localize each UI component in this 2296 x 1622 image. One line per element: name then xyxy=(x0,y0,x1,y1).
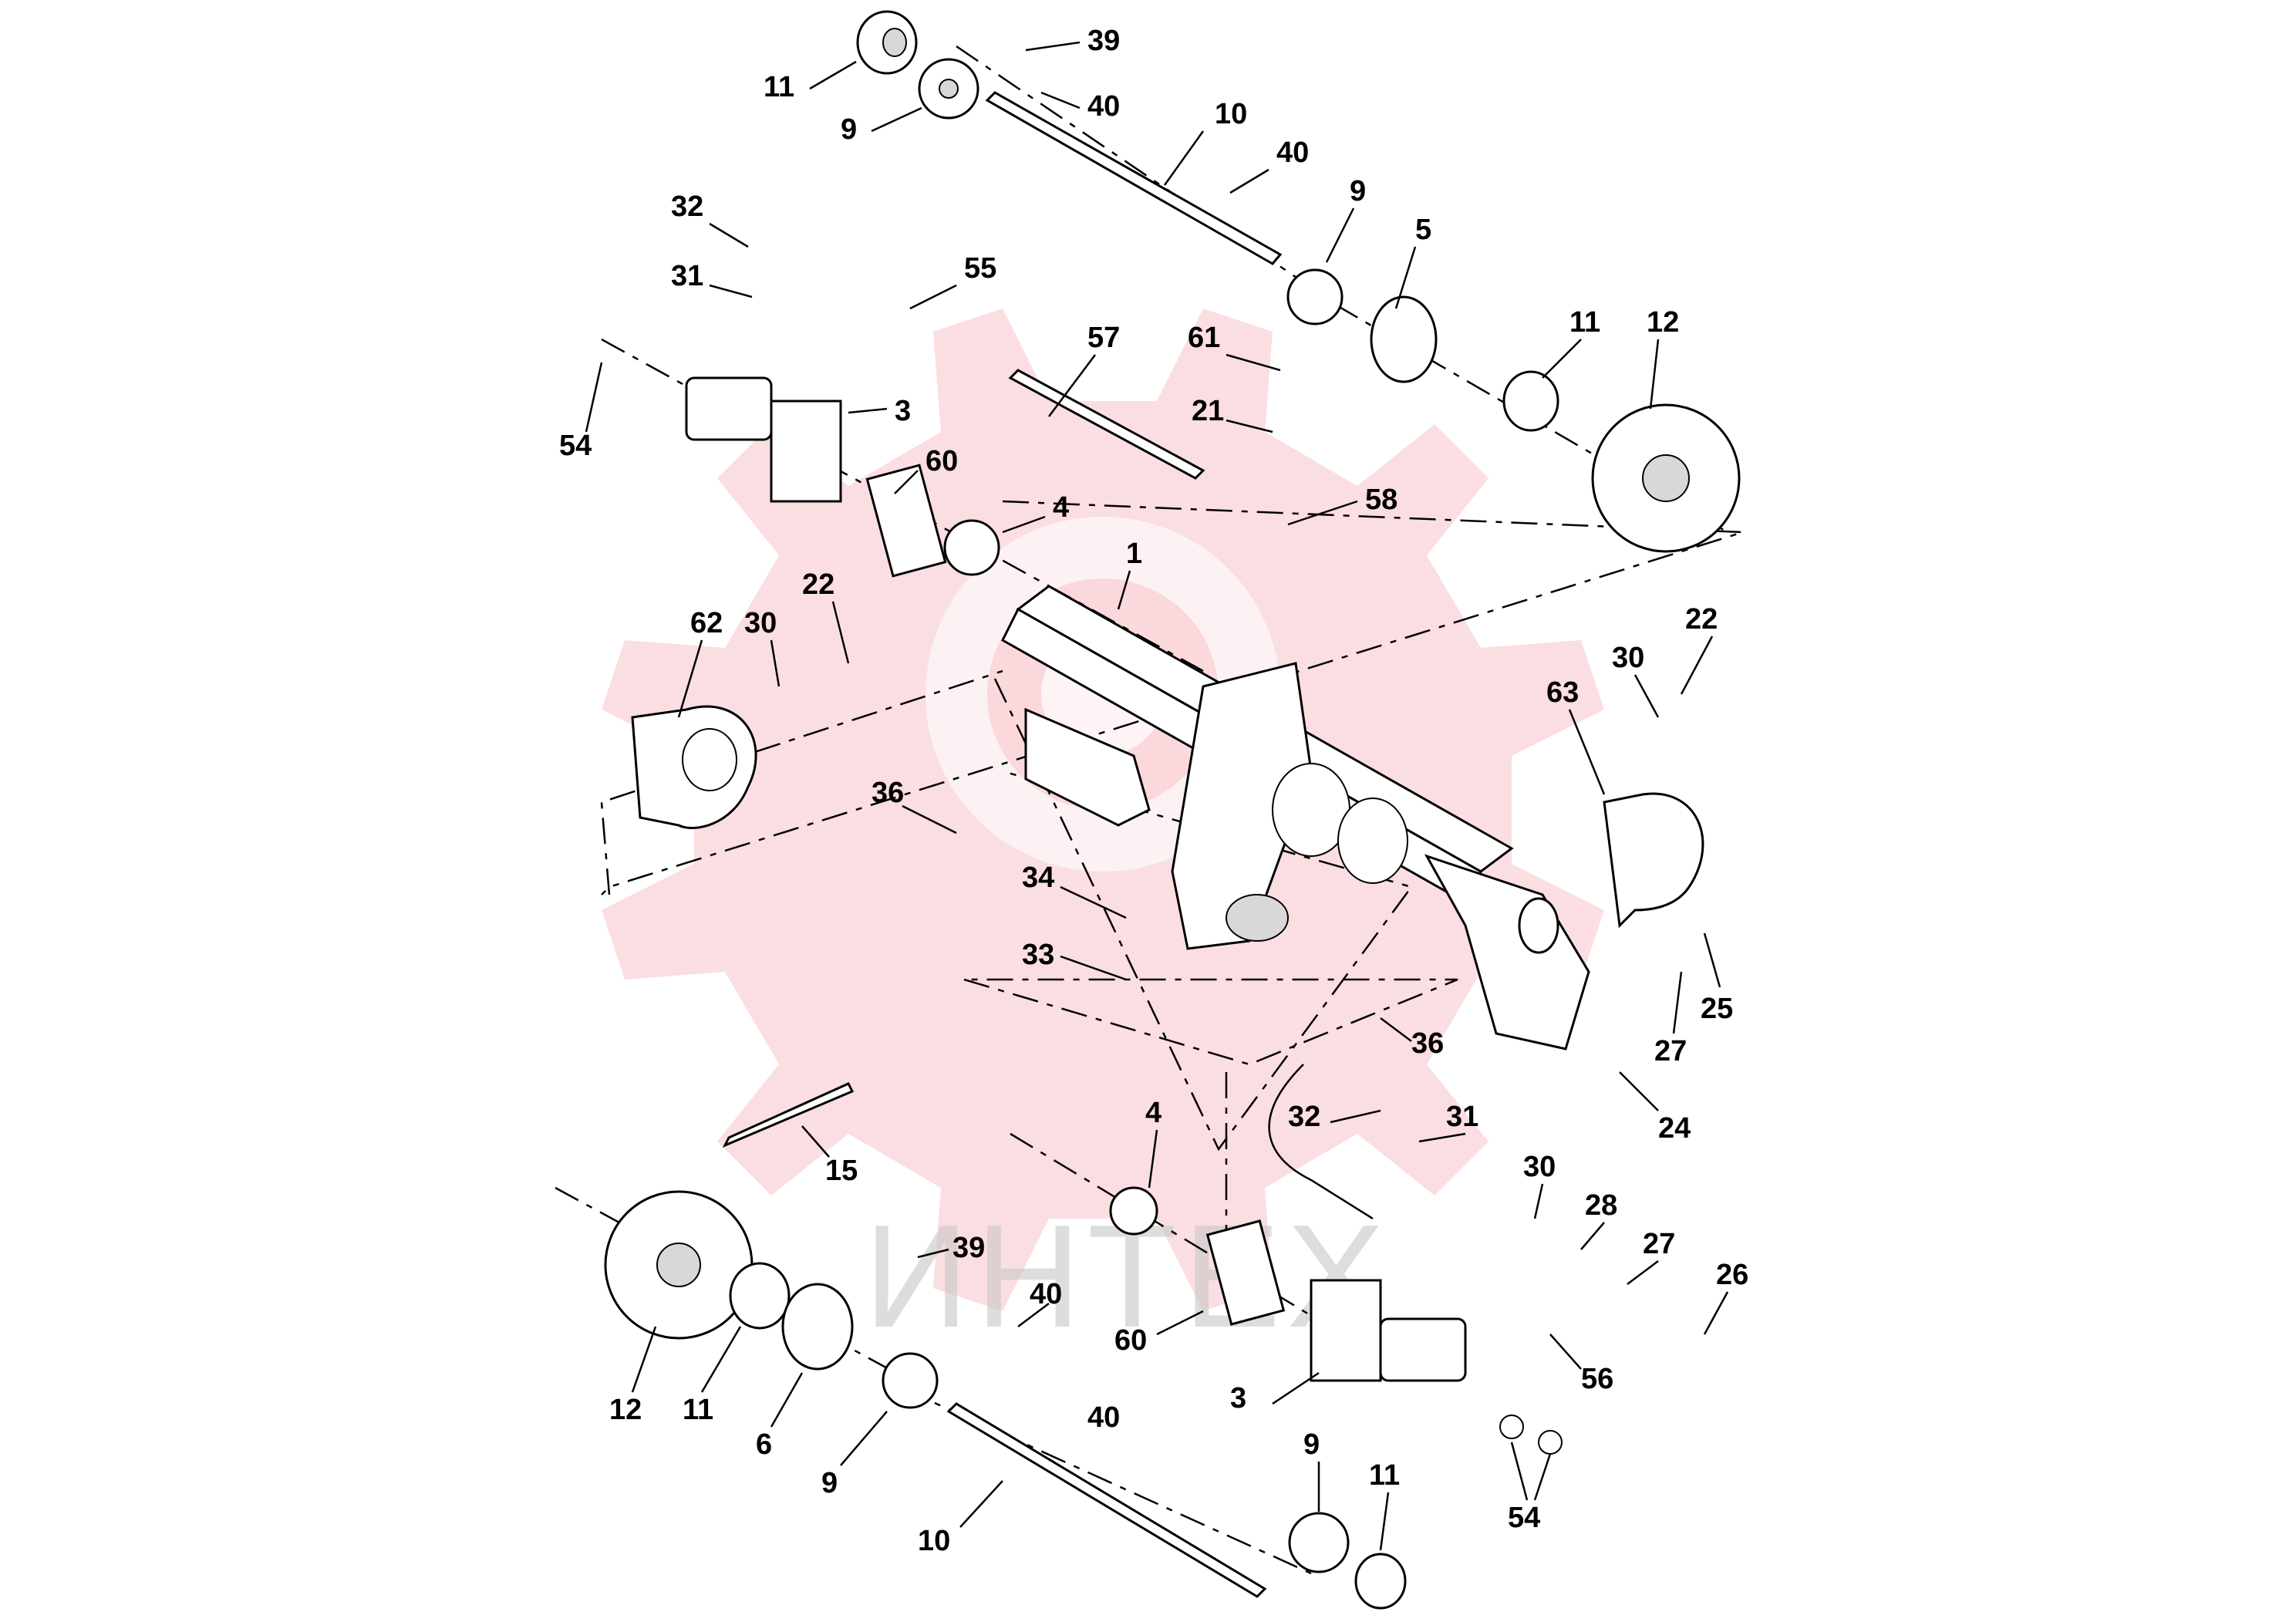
callout-22: 22 xyxy=(1685,603,1718,636)
callout-5: 5 xyxy=(1415,214,1431,246)
sprocket-9-bottom-right xyxy=(1288,1512,1350,1573)
callouts: 39 11 40 9 10 40 9 32 5 31 55 11 12 57 6… xyxy=(559,25,1748,1557)
motor-3-bottom xyxy=(1379,1317,1467,1382)
chain-15 xyxy=(722,1082,855,1148)
callout-9: 9 xyxy=(821,1467,838,1499)
main-frame-1 xyxy=(1001,585,1590,1050)
callout-12: 12 xyxy=(1647,306,1679,339)
side-plates xyxy=(631,705,1704,929)
callout-36: 36 xyxy=(872,777,904,809)
leader-lines xyxy=(585,41,1729,1551)
callout-1: 1 xyxy=(1126,538,1142,570)
sprocket-4-left xyxy=(943,519,1000,576)
plate-5 xyxy=(1370,295,1438,383)
callout-9: 9 xyxy=(841,113,857,146)
bearing-flange-11-bottom-right xyxy=(1354,1553,1407,1610)
callout-40: 40 xyxy=(1276,137,1309,169)
callout-27: 27 xyxy=(1643,1228,1675,1260)
bottom-left-assembly xyxy=(604,1082,1407,1610)
callout-36: 36 xyxy=(1411,1027,1444,1060)
gasket-60-bottom xyxy=(1205,1219,1286,1326)
callout-4: 4 xyxy=(1053,491,1069,524)
callout-6: 6 xyxy=(756,1428,772,1461)
callout-11: 11 xyxy=(683,1394,713,1426)
shaft-10-bottom xyxy=(946,1402,1267,1598)
callout-61: 61 xyxy=(1188,322,1220,354)
callout-32: 32 xyxy=(1288,1101,1320,1133)
callout-60: 60 xyxy=(925,445,958,477)
sprocket-9-top-right xyxy=(1286,268,1344,325)
callout-24: 24 xyxy=(1658,1112,1691,1145)
callout-27: 27 xyxy=(1654,1035,1687,1067)
callout-3: 3 xyxy=(895,395,911,427)
callout-39: 39 xyxy=(1087,25,1120,57)
callout-15: 15 xyxy=(825,1155,858,1187)
callout-40: 40 xyxy=(1087,1401,1120,1434)
left-motor-assembly xyxy=(685,369,1205,578)
bearing-flange-11-bottom xyxy=(729,1262,791,1330)
callout-12: 12 xyxy=(609,1394,642,1426)
callout-30: 30 xyxy=(744,607,777,639)
bearing-flange-11 xyxy=(1502,370,1559,432)
callout-60: 60 xyxy=(1114,1324,1147,1357)
callout-26: 26 xyxy=(1716,1259,1748,1291)
motor-3-left xyxy=(685,376,773,441)
rod-57 xyxy=(1008,369,1205,480)
gasket-60-left xyxy=(865,464,947,578)
callout-31: 31 xyxy=(1446,1101,1478,1133)
callout-33: 33 xyxy=(1022,939,1054,971)
callout-40: 40 xyxy=(1087,90,1120,123)
callout-34: 34 xyxy=(1022,862,1054,894)
callout-55: 55 xyxy=(964,252,996,285)
callout-28: 28 xyxy=(1585,1189,1617,1222)
callout-9: 9 xyxy=(1303,1428,1320,1461)
motor-flange-left xyxy=(770,400,842,503)
callout-58: 58 xyxy=(1365,484,1397,516)
callout-22: 22 xyxy=(802,568,834,601)
callout-3: 3 xyxy=(1230,1382,1246,1415)
callout-9: 9 xyxy=(1350,175,1366,207)
sprocket-4-bottom xyxy=(1109,1186,1158,1236)
sprocket-9-bottom-left xyxy=(882,1352,939,1409)
callout-31: 31 xyxy=(671,260,703,292)
callout-57: 57 xyxy=(1087,322,1120,354)
callout-10: 10 xyxy=(1215,98,1247,130)
plate-6 xyxy=(781,1283,854,1371)
shaft-10-top xyxy=(985,91,1283,265)
hose xyxy=(1268,1064,1374,1220)
callout-11: 11 xyxy=(764,71,794,103)
callout-10: 10 xyxy=(918,1525,950,1557)
callout-30: 30 xyxy=(1523,1151,1556,1183)
callout-54: 54 xyxy=(559,430,592,462)
plate-63 xyxy=(1603,792,1704,929)
callout-4: 4 xyxy=(1145,1097,1161,1129)
top-shaft-assembly xyxy=(856,10,1741,553)
callout-32: 32 xyxy=(671,191,703,223)
callout-11: 11 xyxy=(1569,306,1600,339)
callout-54: 54 xyxy=(1508,1502,1540,1534)
callout-25: 25 xyxy=(1701,993,1733,1025)
callout-56: 56 xyxy=(1581,1363,1613,1395)
motor-flange-bottom xyxy=(1310,1279,1382,1382)
callout-39: 39 xyxy=(952,1232,985,1264)
callout-11: 11 xyxy=(1369,1459,1400,1492)
callout-62: 62 xyxy=(690,607,723,639)
callout-30: 30 xyxy=(1612,642,1644,674)
bottom-right-motor-assembly xyxy=(1109,1064,1563,1455)
callout-21: 21 xyxy=(1192,395,1224,427)
callout-63: 63 xyxy=(1546,676,1579,709)
